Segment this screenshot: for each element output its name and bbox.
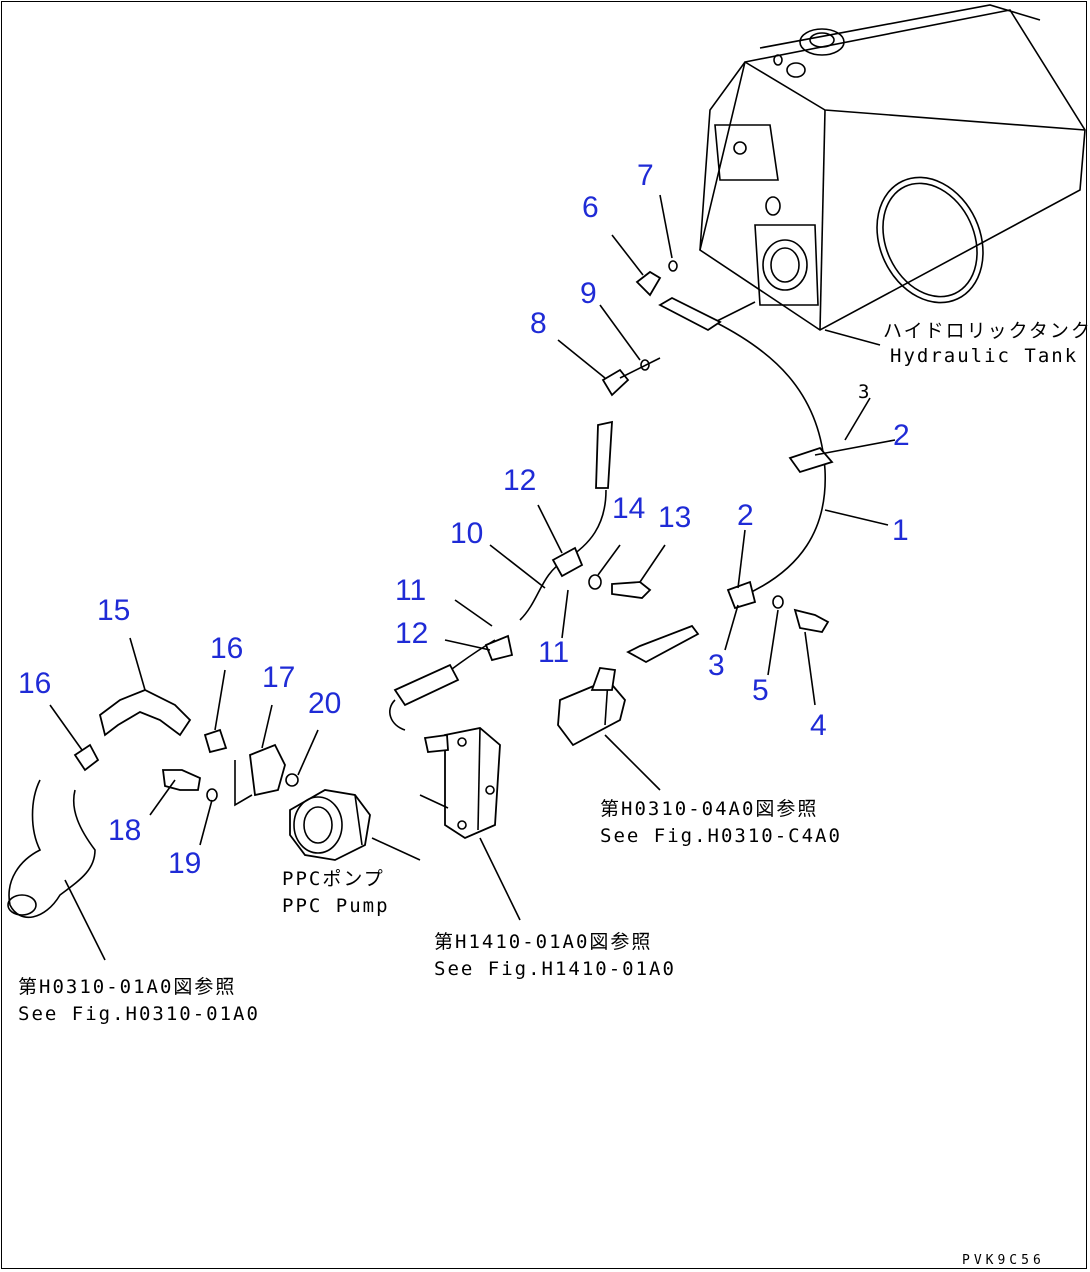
callout-19: 19 (168, 847, 201, 880)
ref-h0310-01-jp: 第H0310-01A0図参照 (18, 976, 236, 998)
callout-9: 9 (580, 277, 597, 310)
callout-2-upper: 2 (893, 419, 910, 452)
callout-6: 6 (582, 191, 599, 224)
callout-14: 14 (612, 492, 645, 525)
drawing-code: PVK9C56 (962, 1253, 1045, 1268)
ref-h1410-jp: 第H1410-01A0図参照 (434, 931, 652, 953)
hose-lines (7, 296, 826, 919)
ref-h0310-04-en: See Fig.H0310-C4A0 (600, 825, 842, 847)
callout-7: 7 (637, 159, 654, 192)
pump-label-jp: PPCポンプ (282, 868, 385, 890)
callout-5: 5 (752, 674, 769, 707)
text-labels: ハイドロリックタンク Hydraulic Tank 第H0310-04A0図参照… (18, 320, 1090, 1268)
callout-2-lower: 2 (737, 499, 754, 532)
ref-h0310-01-en: See Fig.H0310-01A0 (18, 1003, 260, 1025)
callout-16-left: 16 (18, 667, 51, 700)
callout-18: 18 (108, 814, 141, 847)
callout-12-lower: 12 (395, 617, 428, 650)
callout-16-right: 16 (210, 632, 243, 665)
leader-lines (49, 194, 896, 961)
callout-4: 4 (810, 709, 827, 742)
callout-13: 13 (658, 501, 691, 534)
pump-label-en: PPC Pump (282, 895, 390, 917)
tank-label-jp: ハイドロリックタンク (883, 320, 1090, 342)
callout-3-small: 3 (858, 381, 871, 403)
ref-h0310-04-jp: 第H0310-04A0図参照 (600, 798, 818, 820)
callout-8: 8 (530, 307, 547, 340)
ref-h1410-en: See Fig.H1410-01A0 (434, 958, 676, 980)
callout-1: 1 (892, 514, 909, 547)
callout-11-left: 11 (395, 574, 426, 607)
callout-12-upper: 12 (503, 464, 536, 497)
callout-20: 20 (308, 687, 341, 720)
callout-10: 10 (450, 517, 483, 550)
callout-11-right: 11 (538, 636, 569, 669)
callout-17: 17 (262, 661, 295, 694)
hydraulic-tank (699, 4, 1086, 331)
callout-3: 3 (708, 649, 725, 682)
callout-15: 15 (97, 594, 130, 627)
callout-numbers: 1 2 2 3 3 4 5 6 7 8 9 10 11 11 12 12 13 … (18, 159, 910, 880)
tank-label-en: Hydraulic Tank (890, 345, 1078, 367)
components (73, 260, 834, 861)
